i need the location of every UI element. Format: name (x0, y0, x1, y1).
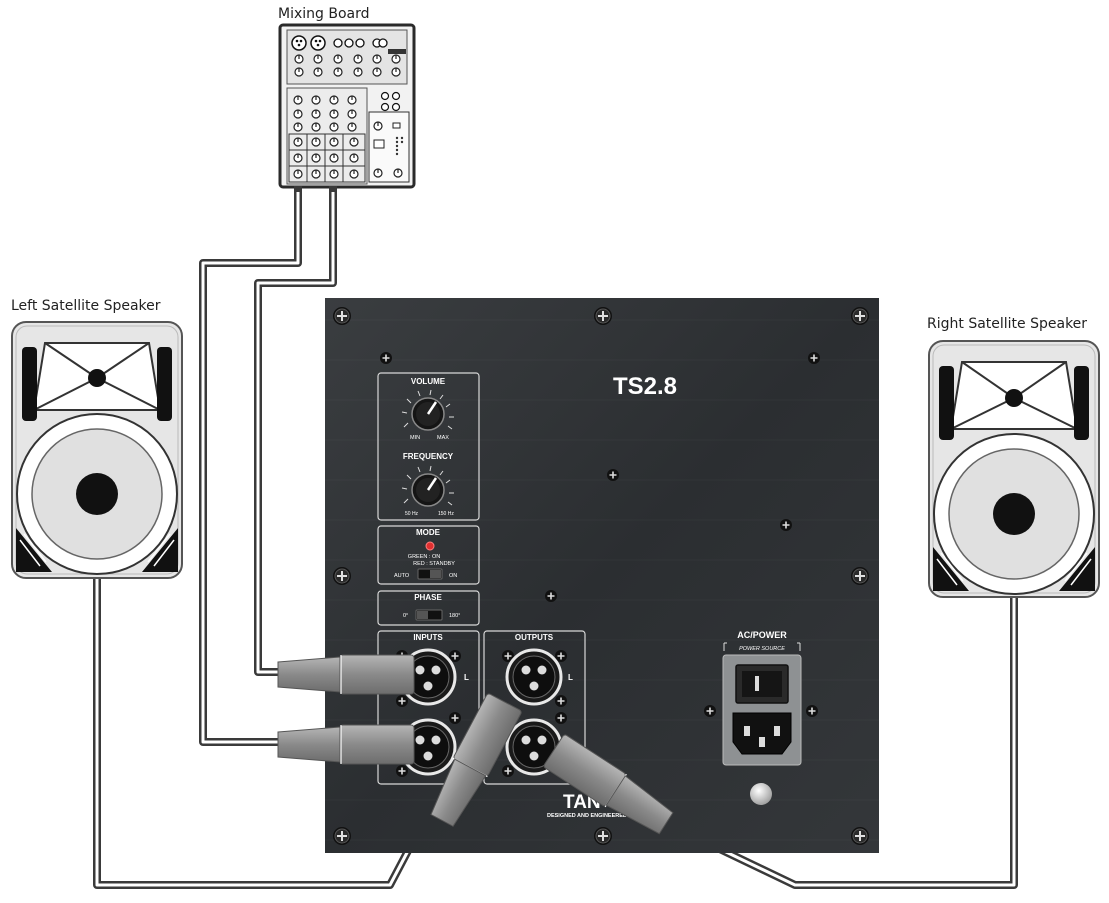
mode-title: MODE (416, 528, 441, 537)
left-speaker-label: Left Satellite Speaker (11, 298, 161, 314)
input-r-plug (277, 724, 415, 765)
mixing-board-label: Mixing Board (278, 6, 370, 22)
left-satellite-speaker: Left Satellite Speaker (11, 298, 183, 579)
volume-knob[interactable] (401, 389, 454, 431)
mode-on-label: ON (449, 573, 457, 579)
led-green-label: GREEN : ON (408, 554, 440, 560)
ac-inlet[interactable] (732, 712, 792, 755)
led-red-label: RED : STANDBY (413, 561, 455, 567)
phase-switch[interactable] (415, 609, 443, 621)
output-r-plug (543, 734, 674, 835)
ac-power-title: AC/POWER (737, 630, 787, 640)
right-satellite-speaker: Right Satellite Speaker (927, 316, 1100, 598)
fuse-knob (750, 783, 772, 805)
right-speaker-label: Right Satellite Speaker (927, 316, 1087, 332)
mode-switch[interactable] (417, 568, 443, 580)
xlr-plugs (277, 654, 674, 835)
phase-title: PHASE (414, 593, 442, 602)
mode-auto-label: AUTO (394, 573, 410, 579)
inputs-section: INPUTS L (377, 630, 480, 785)
mode-section: MODE GREEN : ON RED : STANDBY AUTO ON (377, 525, 480, 585)
power-switch[interactable] (735, 664, 789, 704)
phase-0-label: 0° (403, 613, 408, 619)
volume-max-label: MAX (437, 435, 449, 441)
ac-power-section: AC/POWER POWER SOURCE (722, 630, 802, 805)
output-l-plug (430, 693, 522, 827)
inputs-title: INPUTS (413, 633, 443, 642)
frequency-min-label: 50 Hz (405, 511, 419, 517)
volume-title: VOLUME (411, 377, 446, 386)
outputs-title: OUTPUTS (515, 633, 554, 642)
volume-min-label: MIN (410, 435, 420, 441)
output-l-label: L (568, 673, 573, 682)
volume-frequency-section: VOLUME MIN MAX FREQUENCY 50 Hz 150 Hz (377, 372, 480, 521)
model-name: TS2.8 (613, 373, 677, 400)
input-l-label: L (464, 673, 469, 682)
output-l-jack[interactable] (505, 648, 563, 706)
frequency-title: FREQUENCY (403, 452, 454, 461)
phase-section: PHASE 0° 180° (377, 590, 480, 626)
power-source-label: POWER SOURCE (739, 646, 785, 652)
frequency-max-label: 150 Hz (438, 511, 454, 517)
input-l-plug (277, 654, 415, 695)
brand-tagline: DESIGNED AND ENGINEERED I (547, 813, 630, 819)
status-led (425, 541, 435, 551)
phase-180-label: 180° (449, 613, 460, 619)
mixing-board: Mixing Board (278, 6, 416, 192)
frequency-knob[interactable] (401, 465, 454, 507)
